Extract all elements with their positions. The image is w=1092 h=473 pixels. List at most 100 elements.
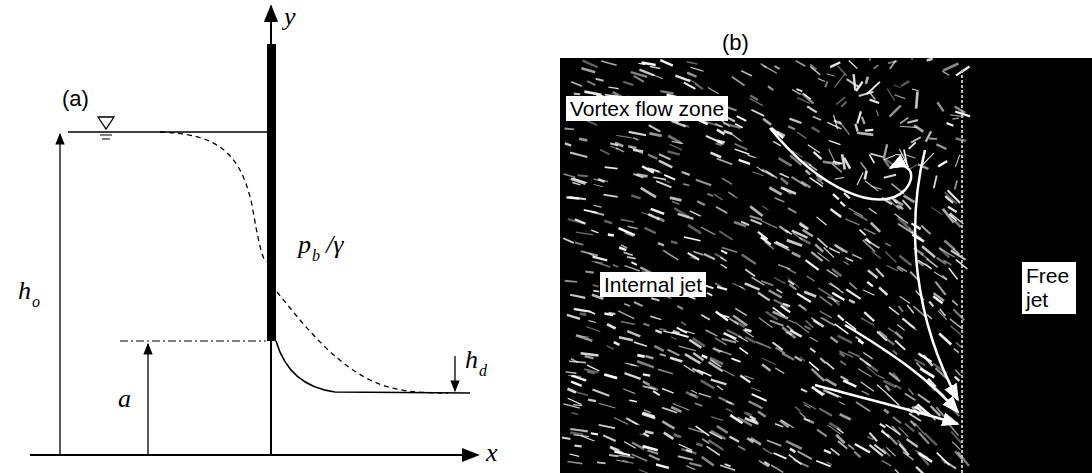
streak bbox=[711, 417, 723, 421]
streak bbox=[861, 391, 869, 395]
streak bbox=[834, 74, 845, 88]
streak bbox=[571, 179, 586, 184]
streak bbox=[866, 363, 878, 371]
streak bbox=[897, 268, 903, 272]
streak bbox=[657, 218, 664, 222]
gate-opening-line bbox=[120, 341, 266, 342]
streak bbox=[564, 128, 574, 131]
streak bbox=[605, 167, 618, 169]
streak bbox=[823, 162, 840, 164]
streak bbox=[900, 126, 918, 127]
streak bbox=[940, 309, 946, 316]
streak bbox=[593, 205, 601, 207]
pressure-subscript: b bbox=[312, 248, 320, 264]
streak bbox=[745, 269, 755, 276]
streak bbox=[604, 375, 617, 379]
streak bbox=[708, 88, 718, 94]
streak bbox=[616, 148, 624, 152]
streak bbox=[623, 389, 635, 394]
streak bbox=[900, 118, 908, 124]
streak bbox=[864, 229, 876, 235]
streak bbox=[734, 144, 747, 150]
streak bbox=[952, 300, 957, 305]
streak bbox=[701, 315, 710, 320]
streak bbox=[739, 286, 745, 290]
streak bbox=[695, 403, 702, 406]
streak bbox=[788, 208, 796, 213]
streak bbox=[774, 243, 790, 251]
streak bbox=[883, 449, 891, 457]
streak bbox=[691, 390, 697, 393]
streak bbox=[810, 348, 815, 352]
streak bbox=[570, 433, 583, 435]
streak bbox=[662, 421, 674, 428]
streak bbox=[943, 64, 958, 71]
streak bbox=[890, 106, 901, 117]
dimension-symbol: h bbox=[18, 278, 31, 304]
streak bbox=[954, 349, 959, 353]
streak bbox=[904, 154, 916, 158]
streak bbox=[894, 85, 901, 88]
streak bbox=[771, 465, 783, 472]
streak bbox=[800, 412, 806, 417]
downstream-depth-arrow bbox=[454, 356, 455, 391]
streak bbox=[718, 397, 734, 405]
streak bbox=[743, 330, 754, 338]
streak bbox=[904, 196, 915, 203]
pressure-curve bbox=[160, 132, 266, 262]
streak bbox=[921, 226, 930, 234]
streak bbox=[717, 287, 727, 290]
streak bbox=[789, 455, 802, 465]
streak bbox=[911, 421, 916, 427]
streak bbox=[673, 331, 680, 333]
streak bbox=[706, 330, 718, 336]
streak bbox=[782, 327, 795, 338]
pressure-curve bbox=[277, 292, 448, 393]
streak bbox=[880, 424, 886, 428]
streak bbox=[792, 231, 808, 238]
streak bbox=[585, 356, 594, 358]
streak bbox=[571, 82, 582, 87]
streak bbox=[838, 66, 847, 76]
streak bbox=[858, 369, 871, 377]
streak bbox=[745, 418, 759, 424]
streak bbox=[752, 277, 765, 285]
streak bbox=[688, 428, 703, 433]
streak bbox=[950, 425, 959, 436]
streak bbox=[869, 155, 874, 164]
streak bbox=[807, 276, 815, 281]
streak bbox=[829, 248, 840, 253]
streak bbox=[707, 194, 713, 196]
streak bbox=[838, 336, 853, 343]
streak bbox=[601, 61, 616, 65]
streak bbox=[950, 319, 963, 329]
streak bbox=[649, 133, 661, 135]
streak bbox=[916, 467, 924, 473]
streak bbox=[576, 335, 592, 341]
streak bbox=[720, 465, 735, 470]
streak bbox=[884, 175, 896, 178]
streak bbox=[714, 194, 723, 200]
streak bbox=[814, 152, 822, 159]
streak bbox=[938, 161, 947, 166]
streak bbox=[926, 131, 931, 142]
streak bbox=[854, 213, 868, 220]
streak bbox=[610, 143, 618, 145]
streak bbox=[658, 243, 664, 245]
streak bbox=[884, 155, 895, 159]
streak bbox=[693, 251, 703, 255]
streak bbox=[744, 376, 753, 379]
streak bbox=[750, 206, 762, 216]
streak bbox=[697, 370, 711, 376]
zone-label: Free jet bbox=[1022, 262, 1076, 314]
streak bbox=[879, 287, 887, 295]
dimension-subscript: d bbox=[479, 363, 487, 379]
streak bbox=[895, 385, 901, 388]
streak bbox=[704, 121, 721, 126]
streak bbox=[829, 141, 840, 145]
streak bbox=[727, 107, 737, 111]
pressure-divisor: /γ bbox=[326, 232, 343, 258]
streak bbox=[849, 283, 857, 290]
streak bbox=[739, 348, 748, 354]
streak bbox=[833, 115, 837, 129]
